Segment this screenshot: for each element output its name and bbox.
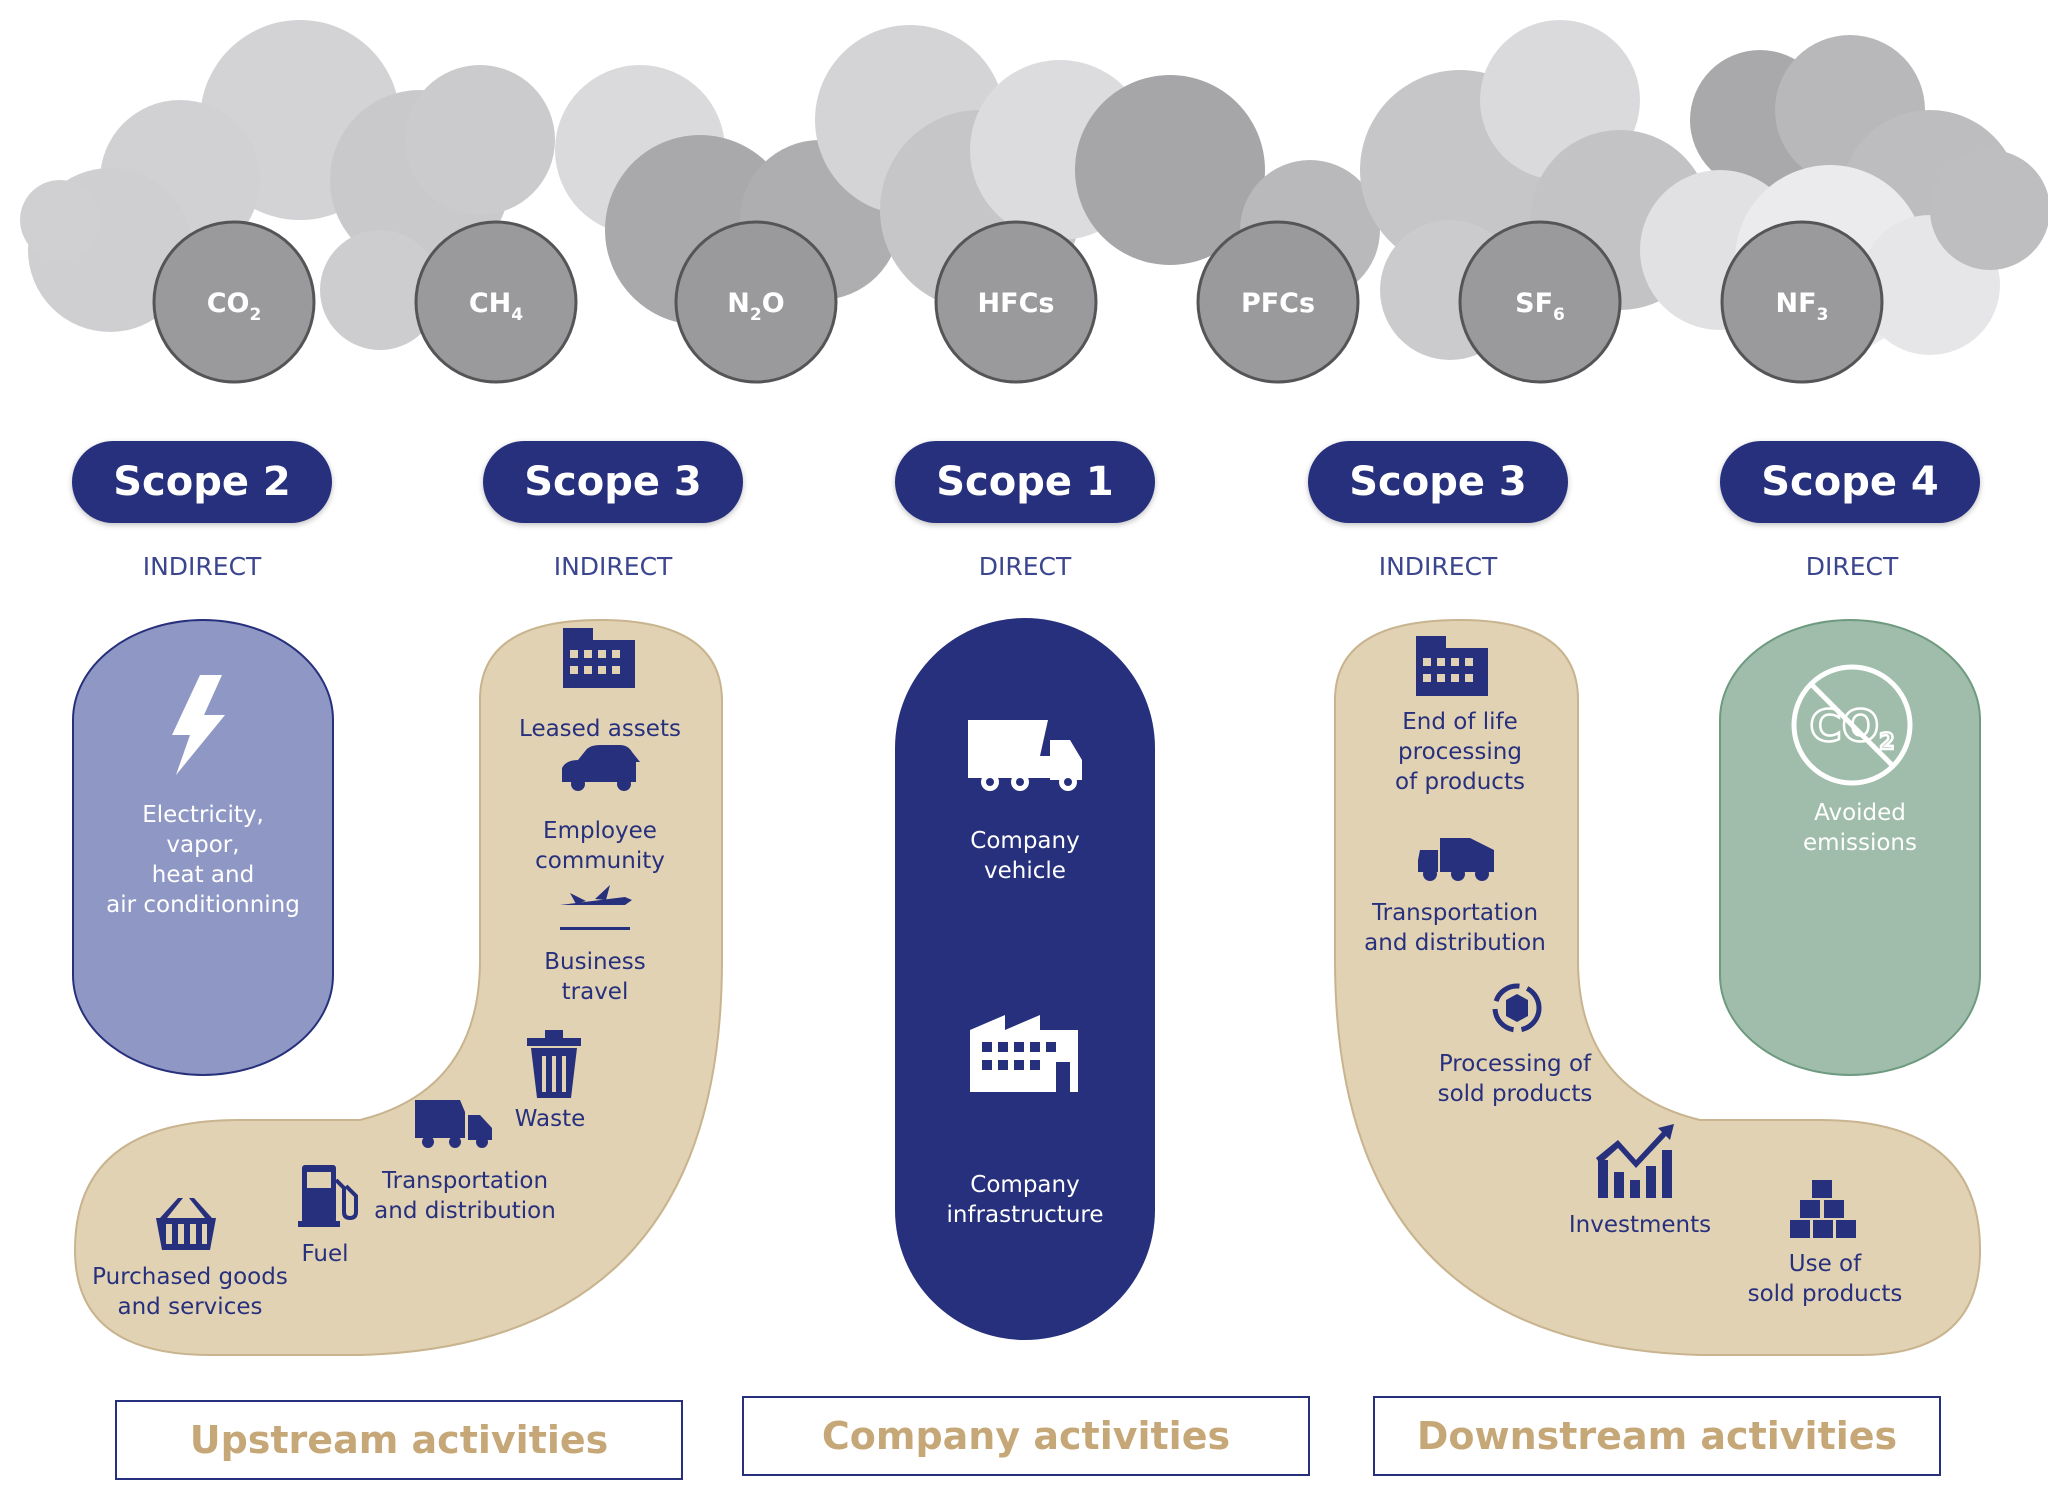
- building-icon: [563, 628, 635, 688]
- scope3-downstream-type: INDIRECT: [1378, 552, 1498, 581]
- bar-chart-growth-icon: [1596, 1124, 1674, 1198]
- basket-icon: [156, 1198, 216, 1250]
- scope3-upstream-pill: Scope 3: [483, 441, 743, 523]
- building-icon-downstream: [1416, 636, 1488, 696]
- gas-sf6-circle: [1458, 220, 1622, 384]
- lightning-icon: [172, 675, 225, 775]
- gas-pfcs-circle: [1196, 220, 1360, 384]
- trash-icon: [527, 1030, 581, 1098]
- factory-icon: [970, 1015, 1078, 1092]
- scope3-upstream-type: INDIRECT: [553, 552, 673, 581]
- gas-sf6-label: SF6: [1515, 288, 1565, 325]
- scope4-type: DIRECT: [1805, 552, 1899, 581]
- recycle-box-icon: [1492, 983, 1542, 1033]
- gas-n2o-circle: [674, 220, 838, 384]
- no-co2-icon: CO2: [1791, 664, 1913, 786]
- employee-community-label: Employee community: [535, 818, 665, 874]
- upstream-panel: [73, 618, 723, 1356]
- gas-co2-circle: [152, 220, 316, 384]
- gas-hfcs-label: HFCs: [978, 288, 1055, 319]
- scope1-pill: Scope 1: [895, 441, 1155, 523]
- scope2-panel: [72, 619, 334, 1076]
- scope4-panel: [1719, 619, 1981, 1076]
- car-icon: [562, 745, 640, 791]
- use-of-sold-label: Use of sold products: [1747, 1251, 1903, 1307]
- company-panel: [895, 618, 1155, 1340]
- downstream-panel: [1334, 618, 1982, 1356]
- purchased-goods-label: Purchased goods and services: [92, 1264, 288, 1320]
- stacked-boxes-icon: [1790, 1180, 1856, 1238]
- cloud-band: [20, 20, 2048, 360]
- company-activities-box: Company activities: [742, 1396, 1310, 1476]
- fuel-pump-icon: [298, 1165, 358, 1227]
- investments-label: Investments: [1568, 1212, 1712, 1238]
- airplane-icon: [560, 885, 632, 930]
- upstream-transportation-label: Transportation and distribution: [374, 1168, 556, 1224]
- scope2-pill: Scope 2: [72, 441, 332, 523]
- gas-ch4-label: CH4: [469, 288, 523, 325]
- upstream-activities-text: Upstream activities: [189, 1418, 609, 1462]
- processing-sold-label: Processing of sold products: [1437, 1051, 1593, 1107]
- scope2-label: Electricity, vapor, heat and air conditi…: [106, 802, 300, 918]
- gas-n2o-label: N2O: [727, 288, 784, 325]
- business-travel-label: Business travel: [544, 949, 646, 1005]
- downstream-transportation-label: Transportation and distribution: [1364, 900, 1546, 956]
- gas-nf3-circle: [1720, 220, 1884, 384]
- end-of-life-label: End of life processing of products: [1395, 709, 1525, 795]
- truck-icon-downstream: [1418, 838, 1494, 881]
- gas-pfcs-label: PFCs: [1241, 288, 1315, 319]
- company-infrastructure-label: Company infrastructure: [946, 1172, 1104, 1228]
- downstream-activities-text: Downstream activities: [1416, 1414, 1898, 1458]
- gas-nf3-label: NF3: [1776, 288, 1829, 325]
- dump-truck-icon: [968, 720, 1082, 791]
- gas-hfcs-circle: [934, 220, 1098, 384]
- scope2-type: INDIRECT: [142, 552, 262, 581]
- fuel-label: Fuel: [301, 1241, 349, 1267]
- gas-circles: [152, 220, 1884, 384]
- downstream-activities-box: Downstream activities: [1373, 1396, 1941, 1476]
- gas-co2-label: CO2: [207, 288, 262, 325]
- avoided-emissions-label: Avoided emissions: [1803, 800, 1917, 856]
- gas-ch4-circle: [414, 220, 578, 384]
- leased-assets-label: Leased assets: [519, 716, 681, 742]
- company-activities-text: Company activities: [821, 1414, 1231, 1458]
- company-vehicle-label: Company vehicle: [970, 828, 1080, 884]
- scope4-pill: Scope 4: [1720, 441, 1980, 523]
- gas-labels: CO2 CH4 N2O HFCs PFCs SF6 NF3: [207, 288, 1829, 325]
- scope3-downstream-pill: Scope 3: [1308, 441, 1568, 523]
- waste-label: Waste: [514, 1106, 586, 1132]
- truck-icon: [415, 1100, 492, 1148]
- scope1-type: DIRECT: [978, 552, 1072, 581]
- upstream-activities-box: Upstream activities: [115, 1400, 683, 1480]
